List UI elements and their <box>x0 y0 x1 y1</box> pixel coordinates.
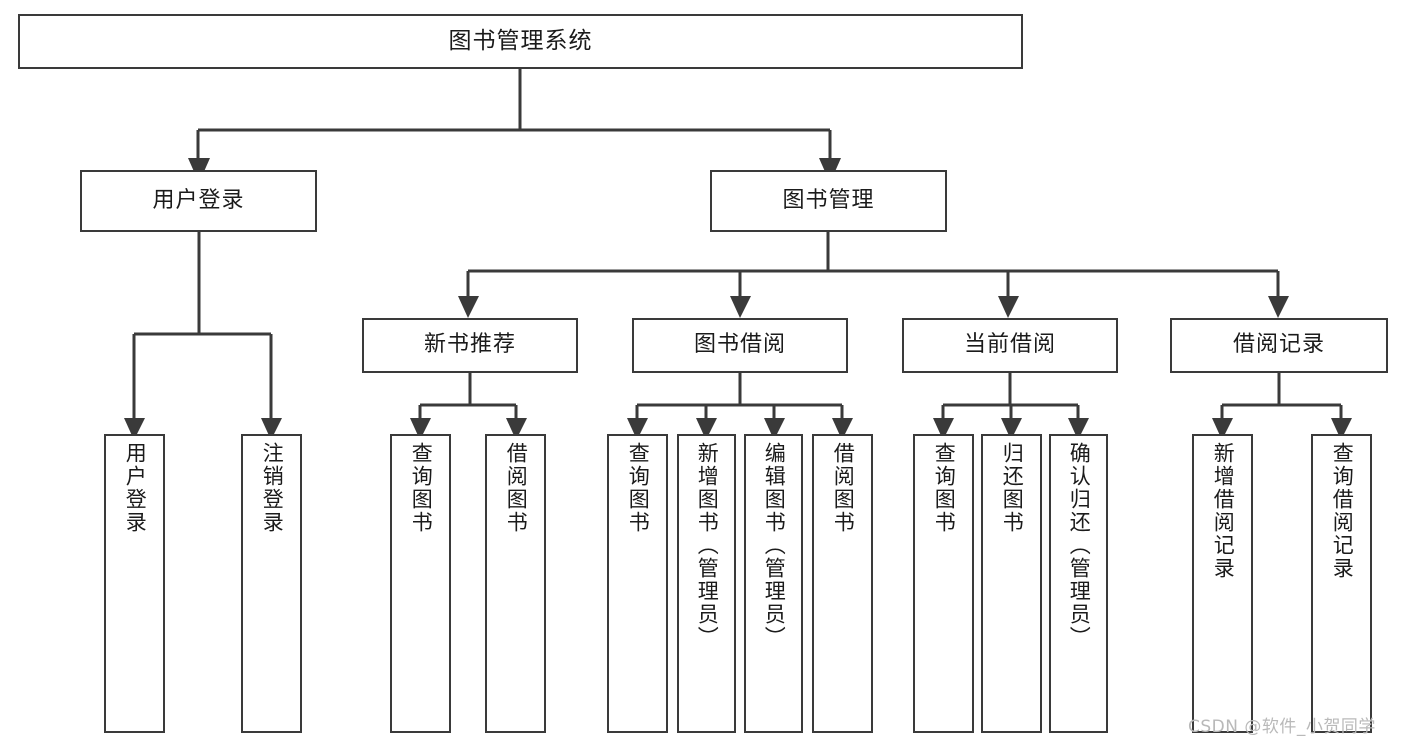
node-borrow-record[interactable]: 借阅记录 <box>1170 318 1388 373</box>
leaf-borrow-books-recommend[interactable]: 借阅图书 <box>485 434 546 733</box>
node-book-management[interactable]: 图书管理 <box>710 170 947 232</box>
leaf-return-books[interactable]: 归还图书 <box>981 434 1042 733</box>
node-label: 图书管理 <box>782 187 875 213</box>
node-label: 用户登录 <box>123 442 148 534</box>
node-label: 图书管理系统 <box>448 27 593 54</box>
leaf-query-borrow-record[interactable]: 查询借阅记录 <box>1311 434 1372 733</box>
node-label: 注销登录 <box>260 442 285 534</box>
node-label: 编辑图书（管理员） <box>762 442 787 649</box>
leaf-add-book-admin[interactable]: 新增图书（管理员） <box>677 434 736 733</box>
node-label: 图书借阅 <box>693 332 786 358</box>
leaf-edit-book-admin[interactable]: 编辑图书（管理员） <box>744 434 803 733</box>
node-new-book-recommend[interactable]: 新书推荐 <box>362 318 578 373</box>
leaf-user-login[interactable]: 用户登录 <box>104 434 165 733</box>
node-label: 新增借阅记录 <box>1211 442 1236 580</box>
node-label: 当前借阅 <box>963 332 1056 358</box>
leaf-logout-login[interactable]: 注销登录 <box>241 434 302 733</box>
leaf-query-books-borrow[interactable]: 查询图书 <box>607 434 668 733</box>
node-current-borrow[interactable]: 当前借阅 <box>902 318 1118 373</box>
leaf-query-books-current[interactable]: 查询图书 <box>913 434 974 733</box>
node-label: 归还图书 <box>1000 442 1025 534</box>
node-user-login[interactable]: 用户登录 <box>80 170 317 232</box>
node-label: 借阅记录 <box>1232 332 1325 358</box>
node-label: 新增图书（管理员） <box>695 442 720 649</box>
node-label: 查询图书 <box>932 442 957 534</box>
node-label: 借阅图书 <box>831 442 856 534</box>
node-label: 查询图书 <box>409 442 434 534</box>
node-label: 新书推荐 <box>423 332 516 358</box>
node-book-borrow[interactable]: 图书借阅 <box>632 318 848 373</box>
node-label: 确认归还（管理员） <box>1067 442 1092 649</box>
node-root-system[interactable]: 图书管理系统 <box>18 14 1023 69</box>
leaf-borrow-books[interactable]: 借阅图书 <box>812 434 873 733</box>
leaf-confirm-return-admin[interactable]: 确认归还（管理员） <box>1049 434 1108 733</box>
node-label: 用户登录 <box>152 187 245 213</box>
node-label: 借阅图书 <box>504 442 529 534</box>
leaf-add-borrow-record[interactable]: 新增借阅记录 <box>1192 434 1253 733</box>
leaf-query-books-recommend[interactable]: 查询图书 <box>390 434 451 733</box>
csdn-watermark: CSDN @软件_小贺同学 <box>1188 717 1376 737</box>
node-label: 查询图书 <box>626 442 651 534</box>
node-label: 查询借阅记录 <box>1330 442 1355 580</box>
